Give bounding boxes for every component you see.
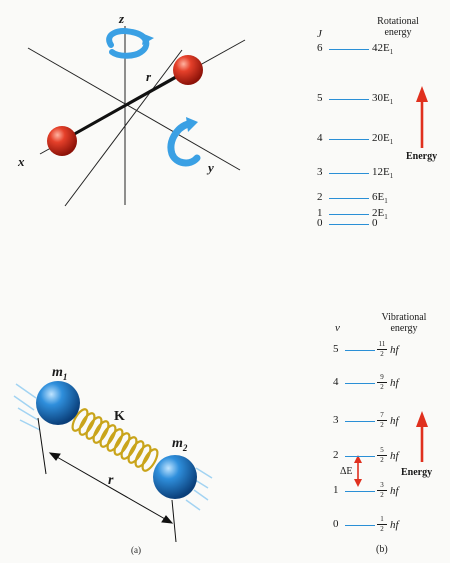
rot-energy-label: Energy — [406, 151, 438, 162]
atom-right-red — [173, 55, 203, 85]
vib-level-hf: hf — [390, 415, 399, 427]
rot-level-energy: 42E1 — [372, 42, 394, 57]
rot-header: Rotational energy — [377, 16, 419, 38]
delta-e-label: ΔE — [340, 466, 353, 477]
spring-coil — [71, 408, 159, 472]
blur-streaks — [13, 383, 213, 511]
z-rotation-arrow-icon — [106, 28, 154, 59]
bond-length-marker — [37, 417, 177, 543]
rot-level-line — [329, 198, 369, 200]
panel-label-a: (a) — [131, 545, 141, 555]
rot-level-energy: 20E1 — [372, 132, 394, 147]
rot-level-line — [329, 214, 369, 216]
vib-level-line — [345, 383, 375, 385]
vib-level-line — [345, 456, 375, 458]
vib-level-number: 4 — [333, 376, 339, 388]
rot-level-line — [329, 224, 369, 226]
vib-level-hf: hf — [390, 377, 399, 389]
rot-level-number: 1 — [317, 207, 323, 219]
rot-level-energy: 30E1 — [372, 92, 394, 107]
rot-level-number: 3 — [317, 166, 323, 178]
vib-level-hf: hf — [390, 485, 399, 497]
atom-left-red — [47, 126, 77, 156]
rot-level-number: 4 — [317, 132, 323, 144]
bond-label-r-rot: r — [146, 69, 152, 84]
vib-quantum-label: v — [335, 322, 340, 334]
vib-level-hf: hf — [390, 519, 399, 531]
rot-level-energy: 12E1 — [372, 166, 394, 181]
panel-label-b: (b) — [376, 544, 388, 555]
vib-level-hf: hf — [390, 344, 399, 356]
vib-level-number: 3 — [333, 414, 339, 426]
rot-level-energy: 6E1 — [372, 191, 388, 206]
rot-level-number: 2 — [317, 191, 323, 203]
vib-level-number: 2 — [333, 449, 339, 461]
spring-label-k: K — [114, 409, 125, 424]
vib-level-number: 1 — [333, 484, 339, 496]
bond-label-r-vib: r — [108, 473, 114, 488]
rot-level-number: 5 — [317, 92, 323, 104]
rot-level-line — [329, 139, 369, 141]
axis-label-z: z — [119, 11, 125, 26]
vib-level-line — [345, 525, 375, 527]
vib-header: Vibrational energy — [381, 312, 427, 334]
vib-level-number: 5 — [333, 343, 339, 355]
vib-level-line — [345, 350, 375, 352]
atom-m2 — [153, 455, 197, 499]
vib-level-line — [345, 421, 375, 423]
mass-label-m2: m2 — [172, 436, 188, 453]
rot-level-number: 6 — [317, 42, 323, 54]
axis-label-x: x — [18, 154, 25, 169]
rotor-bond — [61, 68, 189, 143]
vib-level-line — [345, 491, 375, 493]
rot-level-line — [329, 99, 369, 101]
rot-level-line — [329, 173, 369, 175]
rot-quantum-label: J — [317, 28, 322, 40]
vib-level-hf: hf — [390, 450, 399, 462]
atom-m1 — [36, 381, 80, 425]
mass-label-m1: m1 — [52, 365, 68, 382]
axis-rotation-arrow-icon — [167, 117, 201, 167]
rot-level-number: 0 — [317, 217, 323, 229]
rot-level-energy: 0 — [372, 217, 378, 229]
vib-energy-label: Energy — [401, 467, 433, 478]
vib-level-number: 0 — [333, 518, 339, 530]
axis-label-y: y — [208, 160, 214, 175]
rot-level-line — [329, 49, 369, 51]
rot-level-energy: 2E1 — [372, 207, 388, 222]
